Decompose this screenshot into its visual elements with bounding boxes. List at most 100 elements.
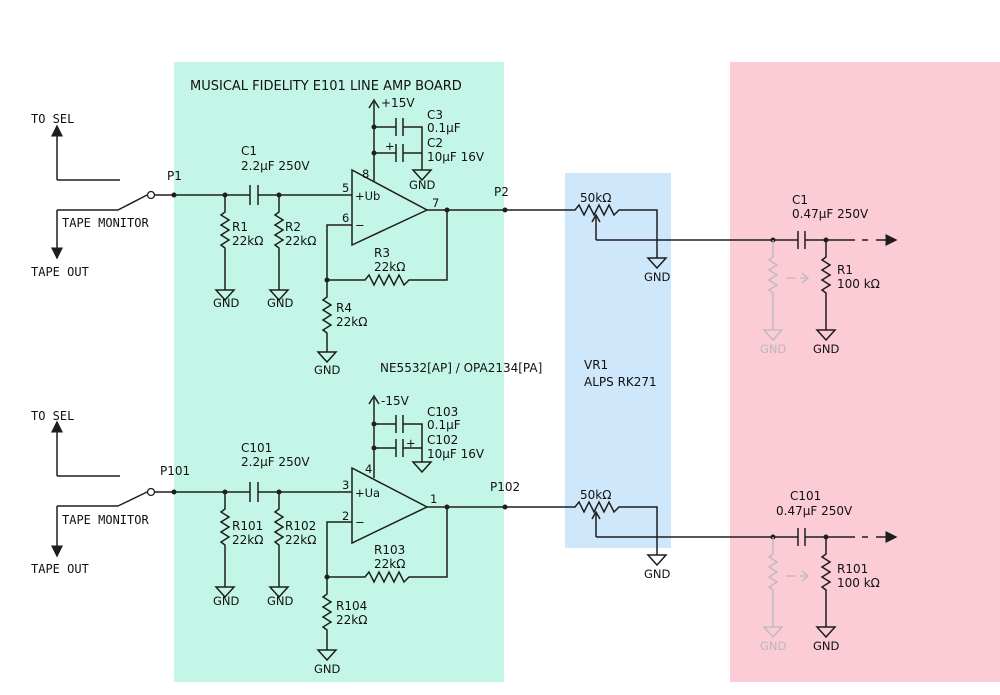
removed-resistor	[767, 537, 779, 627]
line-amp-board-region	[174, 62, 504, 682]
c102-value: 10µF 16V	[427, 447, 485, 461]
gnd-symbol	[268, 586, 290, 599]
pin-2: 2	[342, 509, 349, 523]
p102-label: P102	[490, 480, 520, 494]
vr1-wiper-arrow	[591, 213, 601, 223]
r1-resistor	[219, 195, 231, 290]
pin-4: 4	[365, 462, 372, 476]
opamp-minus: −	[355, 218, 365, 232]
gnd-symbol	[646, 257, 668, 270]
r4-resistor	[321, 280, 333, 352]
pin-3: 3	[342, 478, 349, 492]
r101-load-resistor	[820, 537, 832, 627]
tape-out-label: TAPE OUT	[31, 265, 89, 279]
c3-label: C3	[427, 108, 443, 122]
c101-out-value: 0.47µF 250V	[776, 504, 853, 518]
c1-capacitor	[174, 185, 352, 205]
gnd-label: GND	[267, 296, 294, 310]
r101-label: R101	[232, 519, 263, 533]
c3-value: 0.1µF	[427, 121, 461, 135]
r3-value: 22kΩ	[374, 260, 405, 274]
c1-value: 2.2µF 250V	[241, 159, 310, 173]
r101-load-label: R101	[837, 562, 868, 576]
r103-label: R103	[374, 543, 405, 557]
pin-5: 5	[342, 181, 349, 195]
gnd-symbol	[646, 554, 668, 567]
r104-value: 22kΩ	[336, 613, 367, 627]
gnd-symbol	[815, 329, 837, 342]
r3-label: R3	[374, 246, 390, 260]
gnd-symbol	[815, 626, 837, 639]
c101-output-cap	[596, 528, 855, 546]
r103-value: 22kΩ	[374, 557, 405, 571]
gnd-label: GND	[644, 567, 671, 581]
removed-resistor	[767, 240, 779, 330]
supply-label: +15V	[381, 96, 415, 110]
c102-label: C102	[427, 433, 458, 447]
r104-label: R104	[336, 599, 367, 613]
c2-c3-caps	[374, 118, 423, 170]
r3-feedback-resistor	[326, 210, 448, 287]
r4-value: 22kΩ	[336, 315, 367, 329]
vr1-pot-track	[505, 500, 658, 555]
gnd-label: GND	[267, 594, 294, 608]
gnd-symbol	[214, 289, 236, 302]
p101-label: P101	[160, 464, 190, 478]
c2-label: C2	[427, 136, 443, 150]
r104-resistor	[321, 577, 333, 650]
opamp-part-label: NE5532[AP] / OPA2134[PA]	[380, 361, 542, 375]
c1-out-value: 0.47µF 250V	[792, 207, 869, 221]
c101-out-label: C101	[790, 489, 821, 503]
to-sel-label: TO SEL	[31, 112, 74, 126]
to-sel-label: TO SEL	[31, 409, 74, 423]
vr1-wiper-arrow	[591, 510, 601, 520]
gnd-label: GND	[213, 594, 240, 608]
r2-value: 22kΩ	[285, 234, 316, 248]
c2-polarity: +	[385, 139, 395, 153]
c101-label: C101	[241, 441, 272, 455]
opamp-plus-ub: +Ub	[355, 189, 380, 203]
r4-label: R4	[336, 301, 352, 315]
c101-capacitor	[174, 482, 352, 502]
r1-load-value: 100 kΩ	[837, 277, 880, 291]
pin-6: 6	[342, 211, 349, 225]
r102-label: R102	[285, 519, 316, 533]
supply-arrow	[368, 98, 380, 109]
gnd-symbol	[316, 351, 338, 364]
r1-label: R1	[232, 220, 248, 234]
moved-arrow	[786, 570, 810, 582]
tape-out-label: TAPE OUT	[31, 562, 89, 576]
r1-value: 22kΩ	[232, 234, 263, 248]
p2-label: P2	[494, 185, 509, 199]
r2-resistor	[273, 195, 285, 290]
supply-arrow	[368, 394, 380, 405]
gnd-symbol	[214, 586, 236, 599]
opamp-triangle	[351, 168, 429, 247]
r103-feedback-resistor	[326, 507, 448, 584]
p1-label: P1	[167, 169, 182, 183]
gnd-label: GND	[813, 639, 840, 653]
c103-value: 0.1µF	[427, 418, 461, 432]
c2-value: 10µF 16V	[427, 150, 485, 164]
gnd-label: GND	[409, 178, 436, 192]
r101-load-value: 100 kΩ	[837, 576, 880, 590]
gnd-label: GND	[813, 342, 840, 356]
gnd-symbol	[762, 329, 784, 341]
gnd-label-faded: GND	[760, 342, 787, 356]
c1-label: C1	[241, 144, 257, 158]
vr1-part: ALPS RK271	[584, 375, 657, 389]
gnd-symbol	[268, 289, 290, 302]
tape-monitor-label: TAPE MONITOR	[62, 513, 149, 527]
c1-output-cap	[596, 231, 855, 249]
vr1-value: 50kΩ	[580, 191, 611, 205]
vr1-label: VR1	[584, 358, 608, 372]
r101-value: 22kΩ	[232, 533, 263, 547]
volume-pot-region	[565, 173, 671, 548]
gnd-symbol	[411, 461, 433, 474]
c102-c103-caps	[374, 415, 423, 462]
pin-1: 1	[430, 492, 437, 506]
gnd-label: GND	[314, 363, 341, 377]
r102-value: 22kΩ	[285, 533, 316, 547]
